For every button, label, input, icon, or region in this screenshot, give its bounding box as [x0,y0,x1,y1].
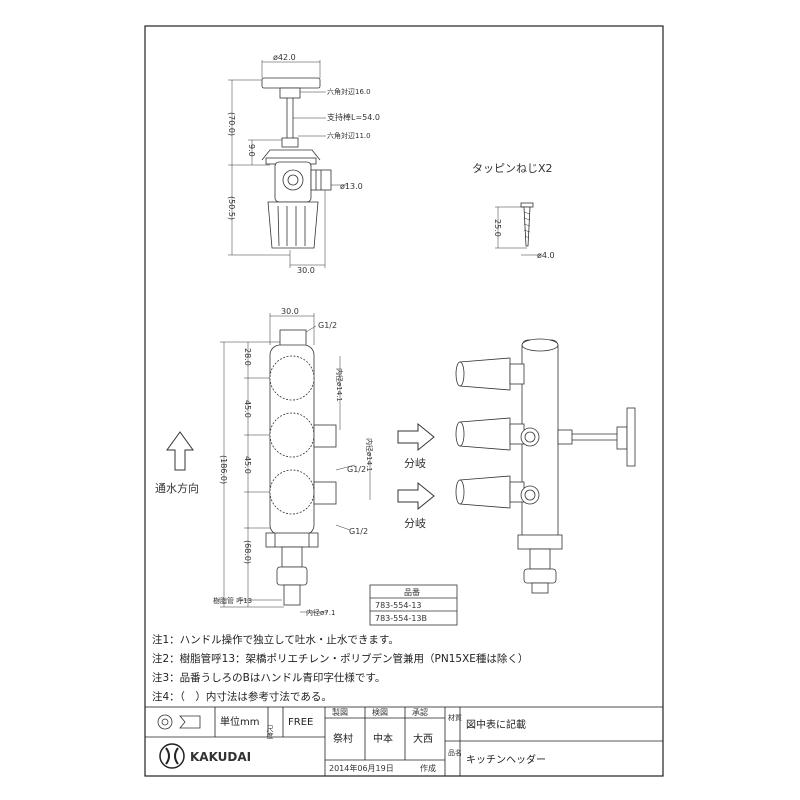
front-g-bot: G1/2 [349,527,368,536]
screw-len: 25.0 [493,219,502,237]
side-d9: 9.0 [247,144,256,157]
flow-label: 通水方向 [155,481,199,495]
product-name: キッチンヘッダー [466,753,546,766]
title-block [144,706,664,777]
unit-label: 単位mm [220,715,259,728]
part-table-header: 品番 [404,587,420,597]
check-label: 検図 [372,707,388,717]
name-label: 品名 [448,748,462,757]
side-w30: 30.0 [297,266,315,275]
note-3: 注3：品番うしろのBはハンドル青印字仕様です。 [152,671,385,684]
isometric-view [455,338,636,594]
side-view [228,60,348,268]
front-total: (186.0) [219,455,228,484]
date: 2014年06月19日 [329,763,394,773]
approve-label: 承認 [412,707,428,717]
front-g-top: G1/2 [318,321,337,330]
side-shaft: 支持棒L=54.0 [327,112,380,122]
branch-arrow-icon [397,422,435,511]
reference-symbol-icon [157,714,201,730]
front-d45a: 45.0 [243,400,252,418]
side-hex2: 六角対辺11.0 [327,131,371,140]
note-1: 注1：ハンドル操作で独立して吐水・止水できます。 [152,633,399,646]
approver-name: 大西 [413,732,433,745]
side-h70: (70.0) [227,112,236,136]
screw-drawing [495,202,540,256]
part-table [369,584,458,626]
scale-label: 尺度 [266,725,274,740]
scale-value: FREE [288,717,313,728]
screw-dia: ø4.0 [537,251,555,260]
front-inner3: 内径ø7.1 [306,608,335,617]
front-d68: (68.0) [243,540,252,564]
note-2: 注2：樹脂管呼13：架橋ポリエチレン・ポリブデン管兼用（PN15XE種は除く） [152,652,528,665]
side-dia13: ø13.0 [340,182,363,191]
made-label: 作成 [420,763,436,773]
branch-label-2: 分岐 [404,517,426,530]
front-view [220,313,371,613]
note-4: 注4：（ ）内寸法は参考寸法である。 [152,690,332,703]
material-label: 材質 [448,713,462,722]
side-hex1: 六角対辺16.0 [327,87,371,96]
side-dia-top: ø42.0 [273,53,296,62]
flow-arrow-icon [166,431,194,471]
side-h50: (50.5) [227,196,236,220]
branch-label-1: 分岐 [404,457,426,470]
drafter-name: 祭村 [333,732,353,745]
front-inner2: 内径ø14.1 [365,438,374,472]
draw-label: 製図 [332,707,348,717]
front-w30: 30.0 [281,307,299,316]
front-inner1: 内径ø14.1 [335,368,344,402]
part-row-1: 783-554-13 [375,601,422,610]
front-d28: 28.0 [243,348,252,366]
kakudai-logo-icon [159,743,185,769]
part-row-2: 783-554-13B [375,614,427,623]
screw-title: タッピンねじX2 [472,162,553,175]
material-value: 図中表に記載 [466,718,526,731]
front-g-mid: G1/2 [347,465,366,474]
company-name: KAKUDAI [190,750,251,764]
front-pipe: 樹脂管 呼13 [213,596,252,605]
front-d45b: 45.0 [243,456,252,474]
checker-name: 中本 [373,732,393,745]
